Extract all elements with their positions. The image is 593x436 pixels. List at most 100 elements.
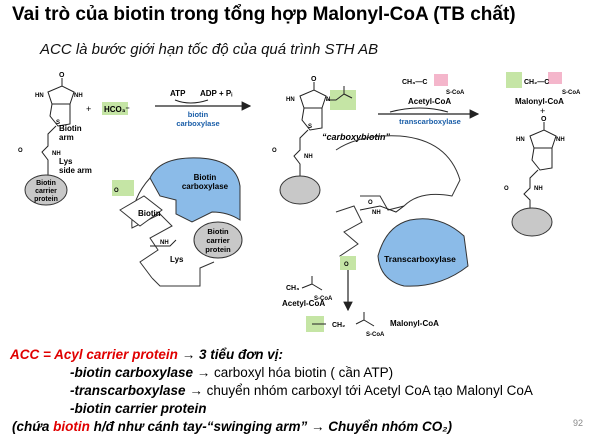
hn-label-mid: HN <box>286 97 295 103</box>
lys-label-1: Lys <box>59 157 73 166</box>
plus-sign-1: + <box>86 104 91 114</box>
acetyl-coa-top: Acetyl-CoA <box>408 97 451 106</box>
page-number: 92 <box>572 418 583 428</box>
biotin-arm-label-1: Biotin <box>59 124 82 133</box>
malonyl-sco-top: S-CoA <box>562 90 581 96</box>
acetyl-sco-top: S-CoA <box>446 90 465 96</box>
notes-line-3: -transcarboxylase → chuyển nhóm carboxyl… <box>10 382 585 400</box>
biotin-structure-left <box>41 78 75 176</box>
carrier-protein-item: -biotin carrier protein <box>70 401 207 416</box>
hco3-label: HCO₃⁻ <box>104 105 130 114</box>
slide-subtitle: ACC là bước giới hạn tốc độ của quá trìn… <box>40 41 379 58</box>
transcarboxylase-shape <box>377 218 469 287</box>
s-label-left: S <box>56 120 60 126</box>
carboxybiotin-structure <box>293 82 327 176</box>
malonyl-struct-top: CH₂—C <box>524 79 549 86</box>
biotin-word: biotin <box>53 419 90 434</box>
carboxyl-bond-mid <box>326 86 353 101</box>
o-label-right-2: O <box>504 186 509 192</box>
nh-label-right-2: NH <box>534 186 543 192</box>
transcarboxylase-item: -transcarboxylase <box>70 383 186 398</box>
malonyl-bond-lower <box>312 312 375 327</box>
s-label-mid: S <box>308 124 312 130</box>
lower-enzyme-outline <box>151 261 215 287</box>
notes-line-5: (chứa biotin h/đ như cánh tay-“swinging … <box>10 418 585 436</box>
biotin-carrier-protein-left <box>24 174 68 206</box>
o-label-mid-2: O <box>272 148 277 154</box>
nh-label-right-center: NH <box>372 210 381 216</box>
carrier-protein-right <box>511 207 553 237</box>
acetyl-highlight-top <box>434 74 448 86</box>
hn-label-right: HN <box>516 137 525 143</box>
ch2-label-lower: CH₂ <box>332 322 345 329</box>
notes-line-2: -biotin carboxylase → carboxyl hóa bioti… <box>10 364 585 382</box>
enzyme1-label-2: carboxylase <box>176 119 219 128</box>
biotin-carrier-protein-center <box>193 221 243 259</box>
transcarboxylase-label: Transcarboxylase <box>384 254 456 264</box>
bcp-label-1: Biotin <box>207 227 229 236</box>
enzyme1-label-1: biotin <box>188 110 209 119</box>
biotin-carboxylase-desc: → carboxyl hóa biotin ( cần ATP) <box>193 365 394 380</box>
o-label-right: O <box>541 116 547 123</box>
o-label-right-center: O <box>368 200 373 206</box>
ch3-label-lower: CH₃ <box>286 285 299 292</box>
carrier-label-3: protein <box>34 196 58 203</box>
malonyl-coa-top: Malonyl-CoA <box>515 97 564 106</box>
nh-label-right: NH <box>556 137 565 143</box>
o-label-left: O <box>59 72 65 79</box>
swing-arm-a: (chứa <box>12 419 54 434</box>
hn-label-left: HN <box>35 93 44 99</box>
atp-label: ATP <box>170 89 186 98</box>
carboxyl-highlight-center <box>112 180 134 196</box>
o-label-left-2: O <box>18 148 23 154</box>
biotin-diagram: O HN NH S Biotin arm O NH Lys side arm B… <box>18 72 581 338</box>
acetyl-curve <box>389 107 449 113</box>
acc-definition: ACC = Acyl carrier protein <box>10 347 178 362</box>
nh-label-left-2: NH <box>52 151 61 157</box>
biotin-pocket <box>119 195 163 227</box>
o-label-center: O <box>114 188 119 194</box>
carrier-label-1: Biotin <box>36 180 56 187</box>
acetyl-struct-top: CH₃—C <box>402 79 427 86</box>
biotin-carboxylase-item: -biotin carboxylase <box>70 365 194 380</box>
lys-label-2: side arm <box>59 166 92 175</box>
sco-label-lower-2: S-CoA <box>366 332 385 338</box>
atp-curve <box>174 99 209 104</box>
carboxyl-highlight-right <box>340 256 356 270</box>
enzyme2-label: transcarboxylase <box>399 117 461 126</box>
malonyl-coa-lower: Malonyl-CoA <box>390 319 439 328</box>
nh-label-center: NH <box>160 240 169 246</box>
hco3-highlight <box>102 102 128 115</box>
bcp-label-2: carrier <box>206 236 229 245</box>
nh-label-mid-2: NH <box>304 154 313 160</box>
swing-arm-b: h/đ như cánh tay-“swinging arm” → Chuyển… <box>89 419 452 434</box>
n-label-mid: N <box>326 97 330 103</box>
transcarboxylase-outline-top <box>335 135 461 211</box>
o-label-mid: O <box>311 76 317 83</box>
subunits-label: → 3 tiểu đơn vị: <box>181 347 284 362</box>
carboxybiotin-label: “carboxybiotin” <box>322 132 391 142</box>
adp-pi-label: ADP + Pᵢ <box>200 89 232 98</box>
transcarboxylase-desc: → chuyển nhóm carboxyl tới Acetyl CoA tạ… <box>185 383 533 398</box>
malonyl-green-top <box>506 72 522 88</box>
carrier-label-2: carrier <box>35 188 57 195</box>
bc-label-1: Biotin <box>194 173 217 182</box>
bcp-label-3: protein <box>205 245 231 254</box>
lys-label-center: Lys <box>170 255 184 264</box>
bc-label-2: carboxylase <box>182 182 229 191</box>
o-label-right-3: O <box>344 262 349 268</box>
acetyl-bond-lower <box>301 276 323 291</box>
biotin-arm-label-2: arm <box>59 133 74 142</box>
arm-right <box>359 205 405 213</box>
carboxyl-highlight-mid <box>330 90 356 110</box>
enzyme-outline-left <box>131 177 173 279</box>
plus-sign-2: + <box>540 106 545 116</box>
malonyl-pink-top <box>548 72 562 84</box>
notes-line-4: -biotin carrier protein <box>10 400 585 418</box>
nh-label-left: NH <box>74 93 83 99</box>
biotin-structure-right <box>523 122 557 210</box>
lys-link <box>150 239 177 247</box>
notes-block: ACC = Acyl carrier protein → 3 tiểu đơn … <box>10 346 585 436</box>
biotin-label-center: Biotin <box>138 209 161 218</box>
slide-title: Vai trò của biotin trong tổng hợp Malony… <box>12 4 516 25</box>
